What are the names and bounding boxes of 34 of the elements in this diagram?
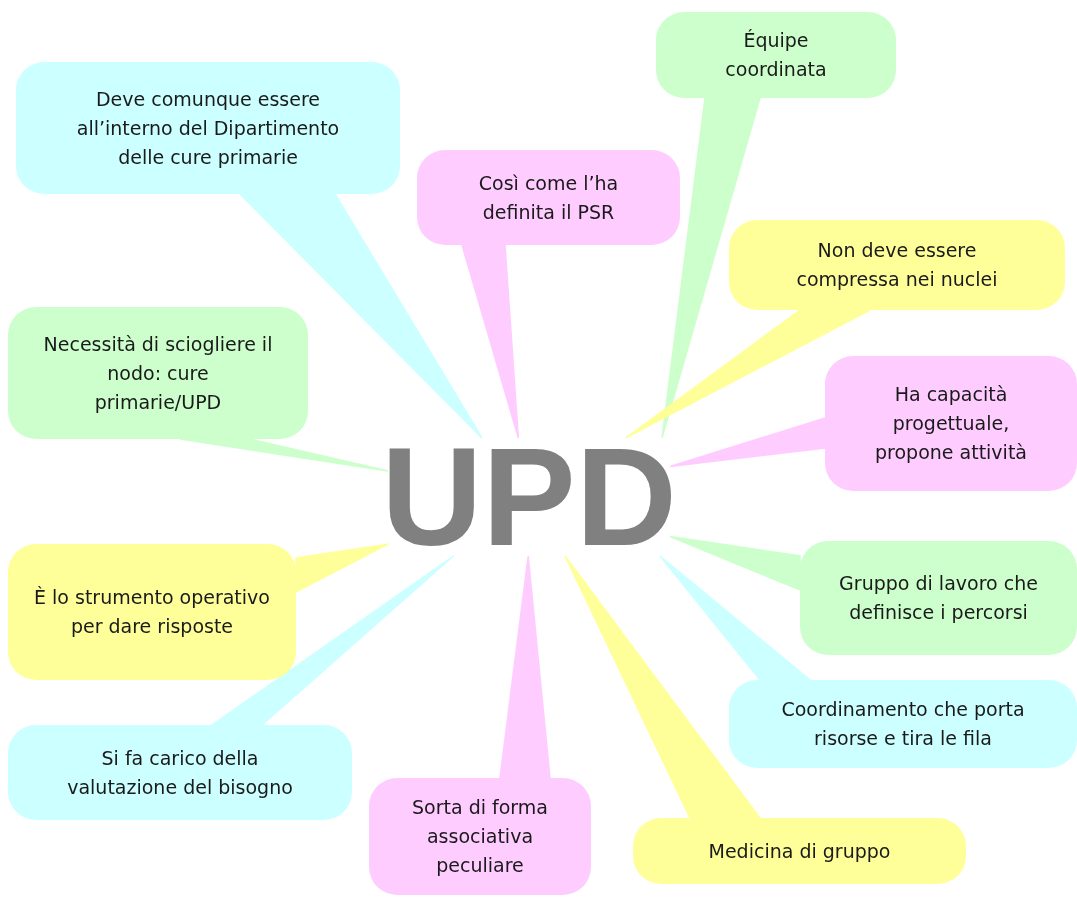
speech-bubble xyxy=(8,725,352,820)
bubble-text: Deve comunque essere all’interno del Dipartimento delle cure primarie xyxy=(75,86,341,170)
speech-bubble xyxy=(16,62,400,194)
speech-bubble xyxy=(825,356,1077,491)
bubble-text: Sorta di forma associativa peculiare xyxy=(411,795,549,878)
callout-tail xyxy=(461,244,520,439)
bubble-text: Medicina di gruppo xyxy=(708,838,891,864)
speech-bubble xyxy=(369,778,591,895)
callout-tail xyxy=(624,309,871,439)
bubble-text: Coordinamento che porta risorse e tira le fila xyxy=(780,697,1026,751)
bubble-text: Si fa carico della valutazione del bisogno xyxy=(66,745,294,800)
speech-bubble xyxy=(800,541,1077,655)
bubble-text: Non deve essere compressa nei nuclei xyxy=(795,238,999,292)
callout-tail xyxy=(661,97,761,439)
callout-tail xyxy=(669,535,801,592)
callout-tail xyxy=(295,543,389,594)
speech-bubble xyxy=(8,544,296,680)
callout-tail xyxy=(499,555,551,779)
bubble-text: Necessità di sciogliere il nodo: cure primarie/UPD xyxy=(43,331,273,415)
callout-tail xyxy=(659,555,813,681)
speech-bubble xyxy=(729,220,1065,310)
center-title: UPD xyxy=(388,438,670,556)
bubble-text: È lo strumento operativo per dare risposte xyxy=(33,585,271,639)
callout-tail xyxy=(669,417,826,468)
speech-bubble xyxy=(729,680,1077,768)
callout-tail xyxy=(211,555,455,726)
speech-bubble xyxy=(633,818,966,884)
bubble-text: Gruppo di lavoro che definisce i percorsi xyxy=(838,571,1039,625)
speech-bubble xyxy=(656,12,896,98)
bubble-text: Ha capacità progettuale, propone attività xyxy=(874,382,1028,465)
bubble-text: Così come l’ha definita il PSR xyxy=(477,170,620,225)
bubble-text: Équipe coordinata xyxy=(724,28,828,82)
callout-tail xyxy=(564,555,762,819)
callout-tail xyxy=(239,193,483,439)
